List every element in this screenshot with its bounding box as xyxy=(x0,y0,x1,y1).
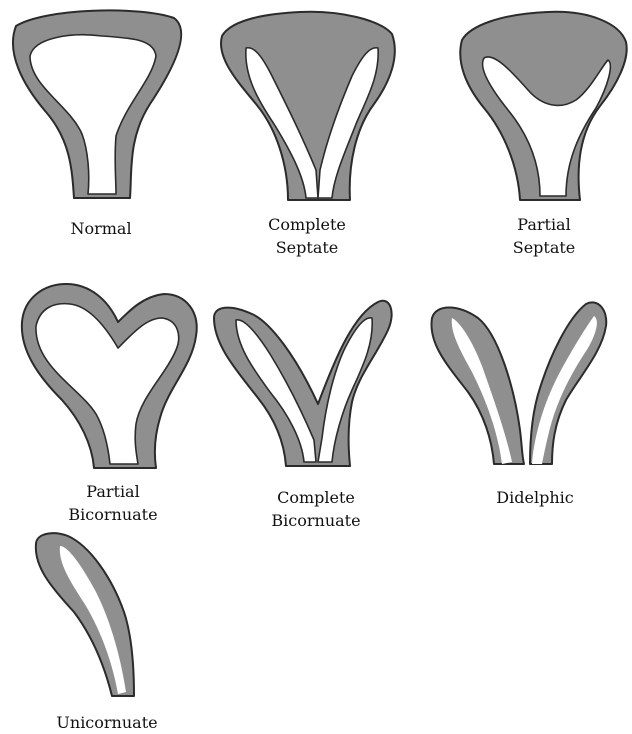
uterus-normal-shape xyxy=(13,10,181,198)
uterus-didelphic-left-horn-shape xyxy=(431,308,524,465)
label-unicornuate: Unicornuate xyxy=(56,711,157,734)
uterus-partial-bicornuate-shape xyxy=(22,284,197,468)
uterus-complete-bicornuate-shape xyxy=(214,301,392,466)
uterus-partial-septate-shape xyxy=(460,12,626,200)
label-normal: Normal xyxy=(70,217,131,240)
uterus-unicornuate-shape xyxy=(36,533,134,696)
uterus-complete-septate-shape xyxy=(221,12,395,200)
label-complete-bicornuate: Complete Bicornuate xyxy=(271,486,360,532)
label-complete-septate: Complete Septate xyxy=(268,213,346,259)
label-partial-bicornuate: Partial Bicornuate xyxy=(68,480,157,526)
label-partial-septate: Partial Septate xyxy=(513,213,576,259)
label-didelphic: Didelphic xyxy=(496,486,573,509)
uterus-didelphic-right-horn-shape xyxy=(530,302,606,464)
